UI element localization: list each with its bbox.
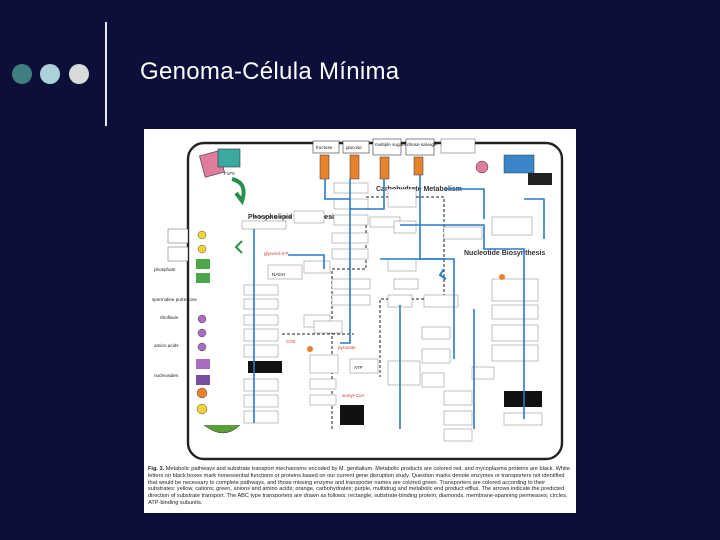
svg-text:CO2: CO2 bbox=[286, 339, 296, 344]
bullet-dot-dark-teal bbox=[12, 64, 32, 84]
nucleotide-pathway bbox=[387, 216, 543, 442]
svg-text:glucose: glucose bbox=[346, 145, 362, 150]
caption-text: Metabolic pathways and substrate transpo… bbox=[148, 466, 570, 507]
svg-text:pyruvate: pyruvate bbox=[338, 345, 356, 350]
metabolic-flow-lines bbox=[253, 175, 545, 429]
carbohydrate-header: Carbohydrate Metabolism bbox=[376, 186, 462, 193]
svg-text:amino acids: amino acids bbox=[154, 343, 179, 348]
svg-text:NADH: NADH bbox=[272, 272, 285, 277]
svg-text:spermidine putrescine: spermidine putrescine bbox=[152, 297, 197, 302]
svg-text:multiple sugars: multiple sugars bbox=[375, 142, 407, 147]
svg-text:fructose: fructose bbox=[316, 145, 333, 150]
svg-text:ribose salvage: ribose salvage bbox=[407, 142, 437, 147]
pathway-diagram: F1F0 fructose glucose multiple sugars ri… bbox=[152, 138, 564, 461]
title-divider bbox=[105, 22, 107, 126]
sugar-transporters: fructose glucose multiple sugars ribose … bbox=[312, 138, 552, 185]
svg-text:phosphate: phosphate bbox=[154, 267, 176, 272]
left-membrane-transporters: phosphate spermidine putrescine riboflav… bbox=[152, 228, 241, 434]
svg-text:acetyl-CoA: acetyl-CoA bbox=[342, 393, 365, 398]
nucleotide-header: Nucleotide Biosynthesis bbox=[464, 250, 545, 257]
metabolic-pathway-figure: F1F0 fructose glucose multiple sugars ri… bbox=[144, 129, 576, 513]
svg-text:ATP: ATP bbox=[354, 365, 363, 370]
bullet-dot-gray bbox=[69, 64, 89, 84]
phospholipid-pathway: glycerol-3-P NADH CO2 bbox=[241, 220, 303, 424]
slide-title: Genoma-Célula Mínima bbox=[140, 58, 400, 85]
svg-text:nucleosides: nucleosides bbox=[154, 373, 179, 378]
atp-synthase: F1F0 bbox=[199, 148, 246, 206]
accent-arrows bbox=[234, 240, 505, 352]
svg-text:riboflavin: riboflavin bbox=[160, 315, 179, 320]
phospholipid-header: Phospholipid Biosynthesis bbox=[248, 214, 338, 221]
figure-caption: Fig. 3. Metabolic pathways and substrate… bbox=[148, 466, 572, 507]
bullet-dot-light-teal bbox=[40, 64, 60, 84]
svg-text:glycerol-3-P: glycerol-3-P bbox=[264, 251, 289, 256]
svg-text:F1F0: F1F0 bbox=[224, 171, 235, 176]
caption-label: Fig. 3. bbox=[148, 466, 165, 472]
